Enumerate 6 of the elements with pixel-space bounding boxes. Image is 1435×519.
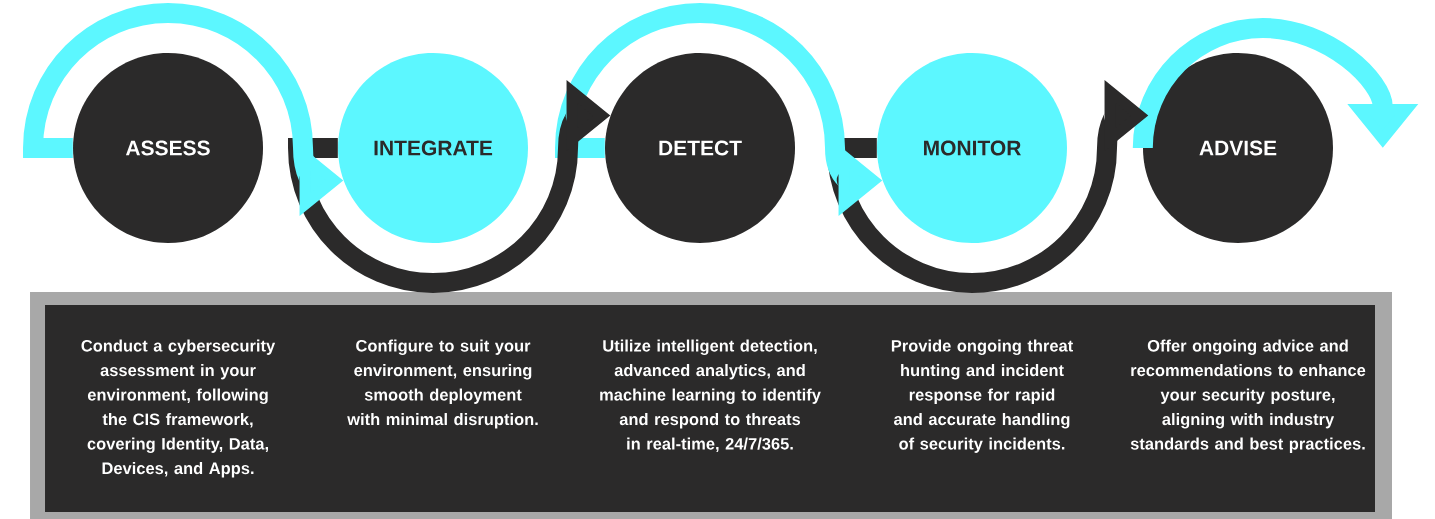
step-description: Utilize intelligent detection, advanced analytics, and machine learning to identify and respond to threats in real-time, 24/7/365. <box>600 339 821 453</box>
step-description: Configure to suit your environment, ensuring smooth deployment with minimal disruption. <box>347 339 538 429</box>
curved-arrow <box>1132 18 1419 149</box>
step-description: Provide ongoing threat hunting and incident response for rapid and accurate handling of security incidents. <box>891 339 1073 453</box>
step-description: Conduct a cybersecurity assessment in your environment, following the CIS framework, covering Identity, Data, Devices, and Apps. <box>81 339 276 478</box>
step-description: Offer ongoing advice and recommendations to enhance your security posture, aligning with industry standards and best practices. <box>1130 339 1366 453</box>
